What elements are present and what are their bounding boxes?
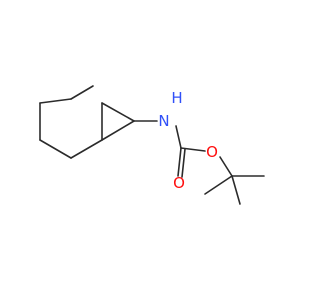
tert-butyl-group xyxy=(204,175,265,205)
cyclopropane-ring xyxy=(101,102,135,141)
carbonyl-bond-line-2 xyxy=(181,148,186,178)
ester-oxygen-label: O xyxy=(206,143,218,161)
carbonyl-bond-line-1 xyxy=(177,147,182,177)
ring-bond-1 xyxy=(70,85,94,100)
nitrogen-atom: N H xyxy=(158,89,182,130)
nitrogen-label: N xyxy=(158,112,169,130)
carbonyl-oxygen-label: O xyxy=(173,174,185,192)
ring-bond-5 xyxy=(70,139,103,159)
ester-oxygen-to-tert-carbon-bond xyxy=(219,156,233,177)
nitrogen-to-carbonyl-bond xyxy=(175,125,182,149)
methyl-bond-3 xyxy=(231,175,241,205)
ring-bond-2 xyxy=(39,98,72,104)
carbonyl-double-bond xyxy=(177,147,186,178)
hydrogen-label: H xyxy=(171,89,182,107)
cyclopropane-bond-2 xyxy=(101,120,135,141)
cyclopropane-bond-1 xyxy=(101,102,135,122)
ring-bond-4 xyxy=(39,139,72,159)
methyl-bond-2 xyxy=(204,175,233,195)
cyclohexane-ring xyxy=(39,85,103,159)
chemical-structure: N H O O xyxy=(39,85,265,205)
carbonyl-to-ester-oxygen-bond xyxy=(180,147,206,152)
